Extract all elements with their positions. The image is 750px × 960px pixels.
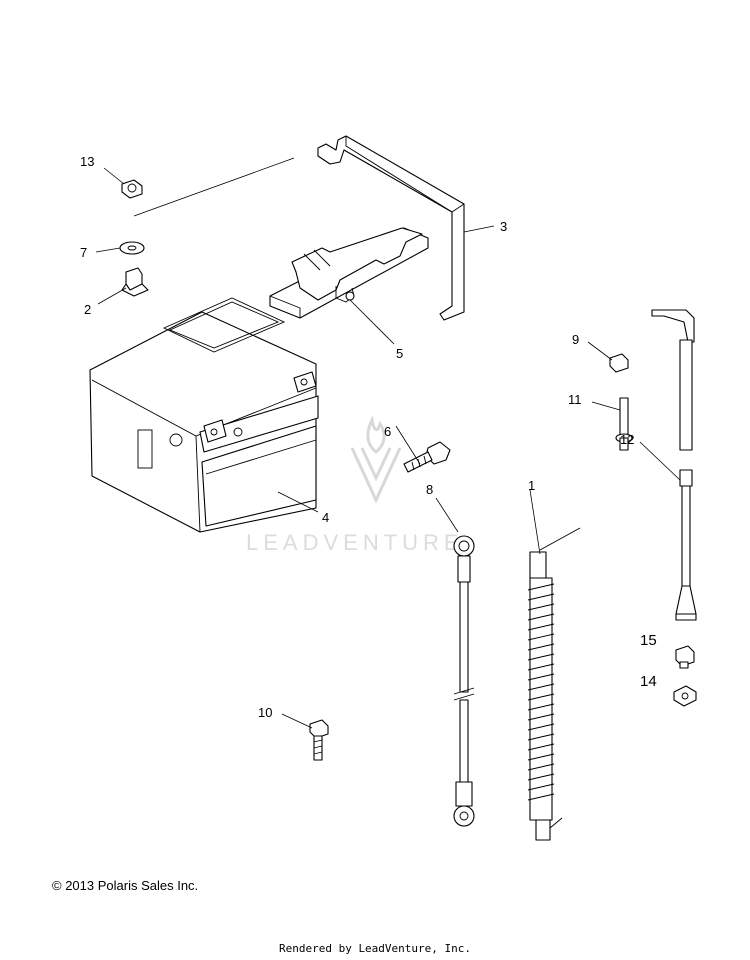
screw-6 bbox=[403, 441, 451, 473]
hold-down-line bbox=[133, 157, 295, 217]
standoff-11 bbox=[615, 397, 633, 451]
copyright-notice: © 2013 Polaris Sales Inc. bbox=[52, 878, 199, 893]
nut-9 bbox=[609, 353, 629, 373]
bolt-2 bbox=[121, 267, 149, 297]
callout-5: 5 bbox=[396, 346, 403, 361]
callout-2: 2 bbox=[84, 302, 91, 317]
callout-7: 7 bbox=[80, 245, 87, 260]
callout-12: 12 bbox=[620, 432, 634, 447]
callout-14: 14 bbox=[640, 673, 657, 690]
wire-harness-1 bbox=[527, 527, 581, 841]
battery-tray bbox=[269, 227, 429, 319]
callout-15: 15 bbox=[640, 632, 657, 649]
cable-12-upper bbox=[651, 309, 695, 451]
callout-13: 13 bbox=[80, 154, 94, 169]
callout-10: 10 bbox=[258, 705, 272, 720]
battery-bracket bbox=[317, 135, 465, 321]
callout-11: 11 bbox=[568, 392, 582, 407]
callout-3: 3 bbox=[500, 219, 507, 234]
bolt-10 bbox=[309, 719, 329, 761]
callout-6: 6 bbox=[384, 424, 391, 439]
bolt-15 bbox=[675, 645, 695, 669]
watermark-text: LEADVENTURE bbox=[246, 530, 464, 555]
cable-12-lower bbox=[675, 469, 697, 621]
leadventure-watermark-logo: LEADVENTURE bbox=[246, 415, 464, 555]
flange-nut-13 bbox=[121, 179, 143, 199]
callout-8: 8 bbox=[426, 482, 433, 497]
rendered-by-notice: Rendered by LeadVenture, Inc. bbox=[278, 942, 472, 955]
callout-1: 1 bbox=[528, 478, 535, 493]
nut-14 bbox=[673, 685, 697, 707]
washer-7 bbox=[119, 241, 145, 255]
callout-4: 4 bbox=[322, 510, 329, 525]
battery bbox=[89, 297, 319, 533]
cable-8 bbox=[453, 535, 475, 827]
callout-9: 9 bbox=[572, 332, 579, 347]
